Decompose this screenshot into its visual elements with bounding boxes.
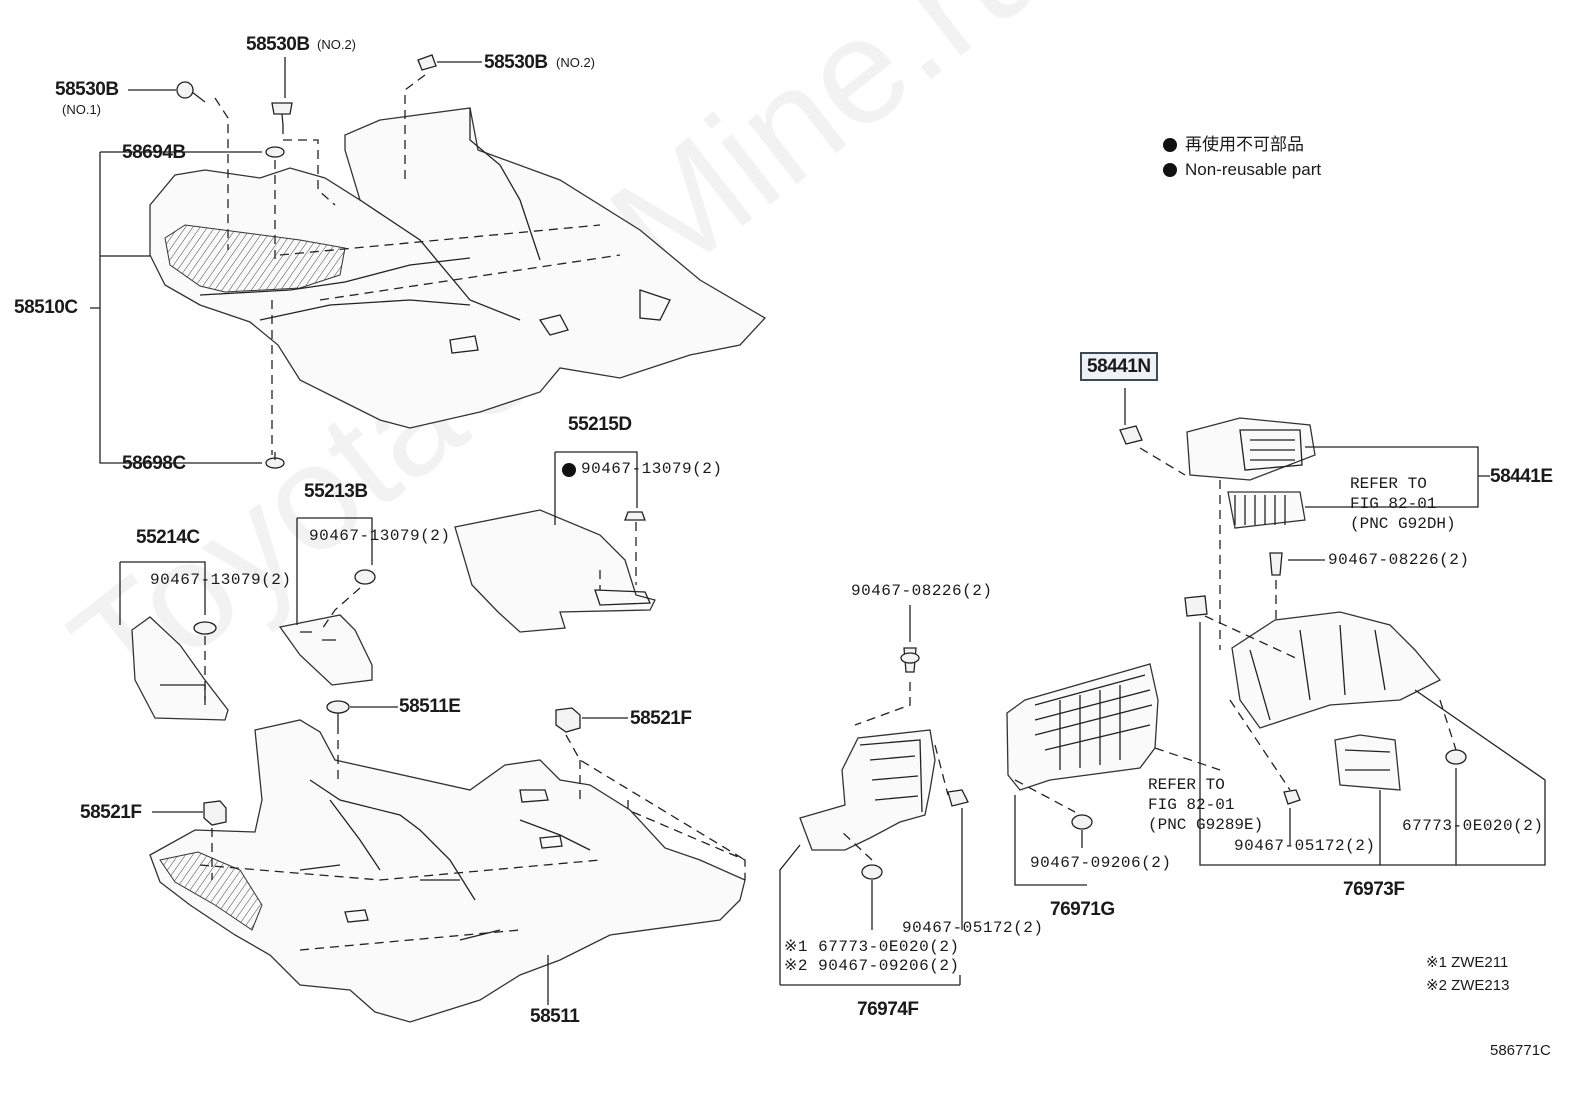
pad-55214C [131, 616, 229, 721]
label-55215D: 55215D [568, 414, 632, 435]
label-mark1-67773: ※1 67773-0E020(2) [784, 938, 960, 956]
clip-58521F-left [203, 800, 227, 826]
clip-58694B [265, 146, 285, 158]
pad-55213B [278, 569, 376, 686]
label-58530B-no2-right-sub: (NO.2) [556, 55, 595, 70]
label-58530B-no2-left-sub: (NO.2) [317, 37, 356, 52]
floor-carpet-58511 [149, 719, 746, 1023]
label-55214C-clip: 90467-13079(2) [150, 571, 292, 589]
trim-76971G [1006, 663, 1159, 830]
non-reusable-dot [562, 463, 576, 477]
label-76973F: 76973F [1343, 879, 1405, 900]
clip-58511E [326, 700, 350, 725]
label-76974F: 76974F [857, 999, 919, 1020]
label-90467-08226-right: 90467-08226(2) [1328, 551, 1470, 569]
label-58530B-no1: 58530B [55, 79, 119, 100]
non-reusable-dot-icon [1163, 163, 1177, 177]
label-55213B: 55213B [304, 481, 368, 502]
trim-76973F [1184, 552, 1467, 805]
label-90467-05172-left: 90467-05172(2) [902, 919, 1044, 937]
refer-note-g9289e: REFER TO FIG 82-01 (PNC G9289E) [1148, 776, 1264, 834]
label-58510C: 58510C [14, 297, 78, 318]
trim-76974F [799, 647, 969, 880]
label-58511: 58511 [530, 1006, 580, 1027]
label-58521F-top: 58521F [630, 708, 692, 729]
label-58511E: 58511E [399, 696, 461, 717]
clip-58530B-no2-right [417, 54, 437, 71]
label-55215D-clip: 90467-13079(2) [581, 460, 723, 478]
label-58530B-no1-sub: (NO.1) [62, 102, 101, 117]
clip-58530B-no1 [176, 81, 206, 103]
box-58441E [1119, 417, 1316, 529]
refer-note-g92dh: REFER TO FIG 82-01 (PNC G92DH) [1350, 475, 1456, 533]
label-90467-08226-left: 90467-08226(2) [851, 582, 993, 600]
label-58530B-no2-right: 58530B [484, 52, 548, 73]
label-90467-05172-right: 90467-05172(2) [1234, 837, 1376, 855]
label-58521F-left: 58521F [80, 802, 142, 823]
label-55213B-clip: 90467-13079(2) [309, 527, 451, 545]
legend-en-text: Non-reusable part [1185, 160, 1322, 179]
non-reusable-dot-icon [1163, 138, 1177, 152]
label-55214C: 55214C [136, 527, 200, 548]
clip-58530B-no2-left [271, 102, 293, 126]
clip-58698C [265, 452, 285, 469]
label-58698C: 58698C [122, 453, 186, 474]
label-90467-09206: 90467-09206(2) [1030, 854, 1172, 872]
variant-note-1: ※1 ZWE211 [1426, 954, 1509, 971]
label-58530B-no2-left: 58530B [246, 34, 310, 55]
variant-note-2: ※2 ZWE213 [1426, 977, 1510, 994]
clip-58521F-top [555, 707, 581, 733]
figure-id: 586771C [1490, 1042, 1551, 1059]
legend-jp-text: 再使用不可部品 [1185, 135, 1304, 154]
legend-japanese: 再使用不可部品 [1163, 136, 1304, 153]
pad-55215D [454, 509, 656, 633]
label-76971G: 76971G [1050, 899, 1115, 920]
label-67773-0E020: 67773-0E020(2) [1402, 817, 1544, 835]
floor-carpet-58510C [149, 107, 767, 429]
label-58441E: 58441E [1490, 466, 1553, 487]
legend-english: Non-reusable part [1163, 161, 1321, 178]
label-58441N-highlighted[interactable]: 58441N [1080, 352, 1158, 381]
label-mark2-90467: ※2 90467-09206(2) [784, 957, 960, 975]
label-58694B: 58694B [122, 142, 186, 163]
